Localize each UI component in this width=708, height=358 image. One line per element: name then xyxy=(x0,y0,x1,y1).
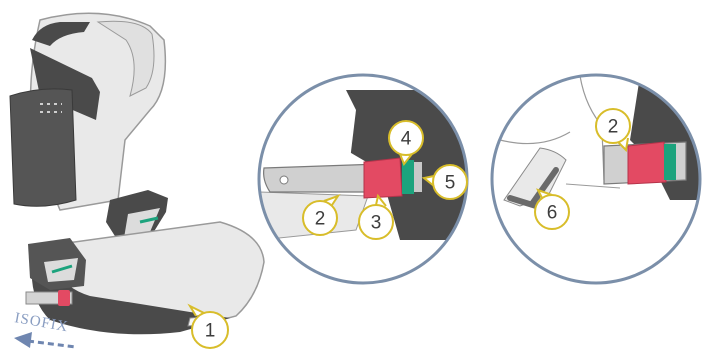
callout-3-number: 3 xyxy=(371,213,382,234)
callout-4-number: 4 xyxy=(401,129,412,150)
car-seat-illustration: ISOFIX xyxy=(10,13,264,348)
callout-2-number: 2 xyxy=(315,209,326,230)
detail-circle-right xyxy=(492,75,708,283)
callout-5-number: 5 xyxy=(445,173,456,194)
isofix-latch-red xyxy=(58,290,70,306)
side-impact-panel xyxy=(10,89,76,206)
indicator-window-detail-right xyxy=(664,144,676,180)
release-button-detail-right xyxy=(628,142,666,184)
release-button-detail xyxy=(364,158,402,198)
callout-2-right-number: 2 xyxy=(608,117,619,138)
callout-1-number: 1 xyxy=(205,321,216,342)
callout-6-number: 6 xyxy=(547,203,558,224)
